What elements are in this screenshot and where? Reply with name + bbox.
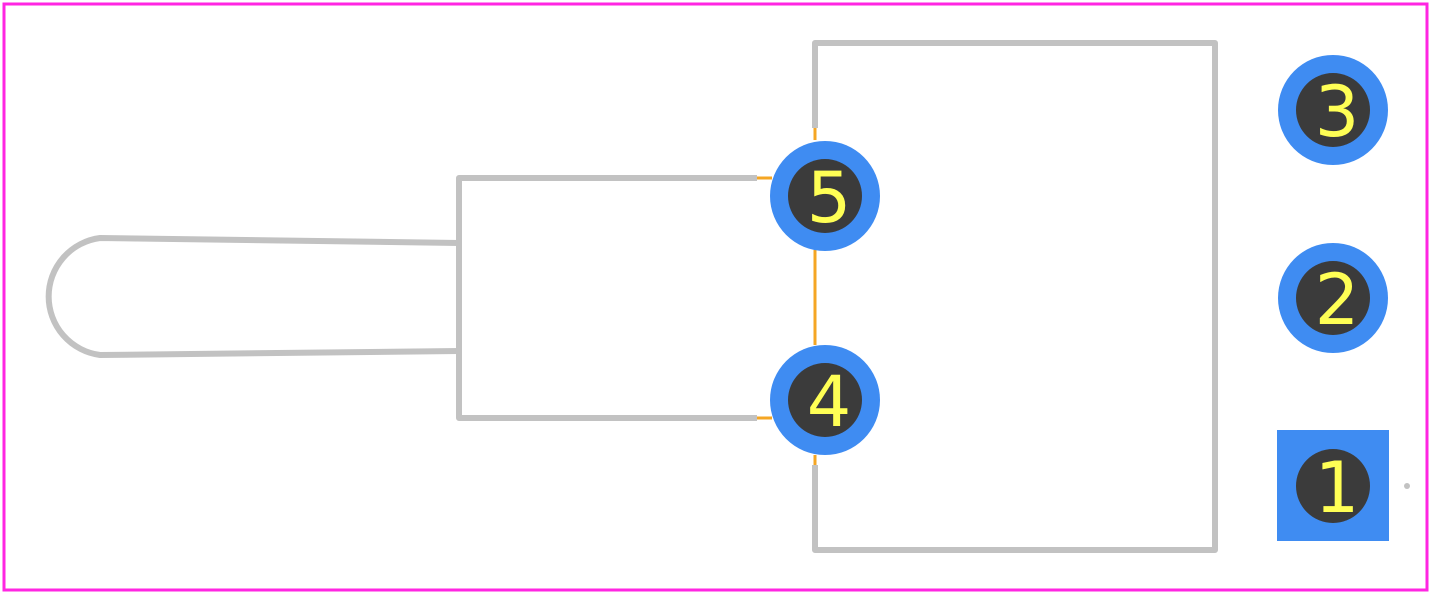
pad-5-hole (788, 159, 862, 233)
pad-2-hole (1296, 261, 1370, 335)
origin-marker (1404, 483, 1410, 489)
pad-3-label: 3 (1315, 71, 1360, 153)
pad-5-label: 5 (807, 157, 852, 239)
pad-4[interactable]: 4 (770, 345, 880, 455)
pad-4-label: 4 (807, 361, 852, 443)
switch-body-outline (812, 40, 1218, 553)
pad-4-hole (788, 363, 862, 437)
pad-5[interactable]: 5 (770, 141, 880, 251)
pad-1-hole (1296, 449, 1370, 523)
bushing-outline (456, 175, 757, 421)
toggle-lever-outline (45, 235, 460, 358)
pad-3[interactable]: 3 (1278, 55, 1388, 165)
pad-2-label: 2 (1315, 259, 1360, 341)
pad-3-hole (1296, 73, 1370, 147)
pad-1[interactable]: 1 (1277, 430, 1389, 541)
pad-1-label: 1 (1315, 447, 1360, 529)
pad-2[interactable]: 2 (1278, 243, 1388, 353)
